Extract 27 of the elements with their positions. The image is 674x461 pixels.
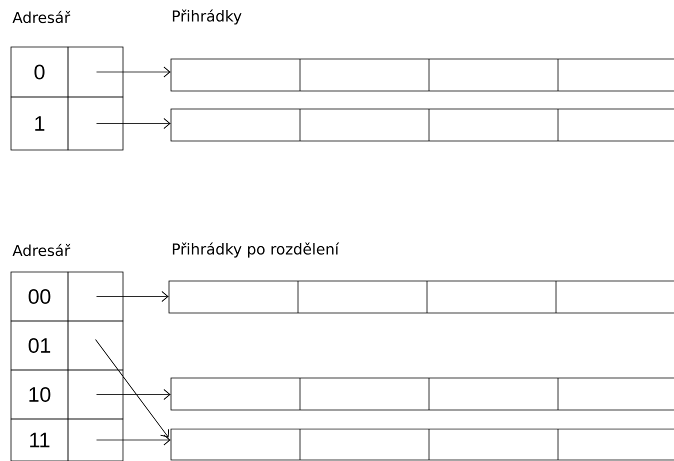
bucket-bar: [170, 428, 674, 460]
arrow: [96, 66, 171, 78]
pointer-cell: [68, 320, 124, 370]
arrow: [96, 434, 171, 446]
arrow: [96, 118, 171, 129]
bucket-bar: [168, 280, 674, 314]
bucket-bar: [170, 378, 674, 410]
bucket-bar: [170, 108, 674, 142]
directory-key-cell: 00: [10, 272, 68, 322]
arrow: [95, 339, 170, 438]
arrow: [96, 389, 171, 400]
directory-key-cell: 01: [10, 320, 68, 370]
bucket-bar: [170, 58, 674, 92]
directory-key-cell: 10: [10, 370, 68, 420]
pointer-cell: [68, 96, 124, 150]
directory-key-cell: 0: [10, 46, 68, 98]
heading: Přihrádky po rozdělení: [172, 242, 340, 258]
heading: Adresář: [12, 10, 70, 24]
pointer-cell: [68, 46, 124, 98]
arrow: [96, 291, 169, 302]
heading: Adresář: [12, 244, 70, 256]
directory-key-cell: 11: [10, 418, 68, 461]
pointer-cell: [68, 418, 124, 461]
directory-key-cell: 1: [10, 96, 68, 150]
heading: Přihrádky: [172, 9, 242, 25]
pointer-cell: [68, 272, 124, 322]
pointer-cell: [68, 370, 124, 420]
